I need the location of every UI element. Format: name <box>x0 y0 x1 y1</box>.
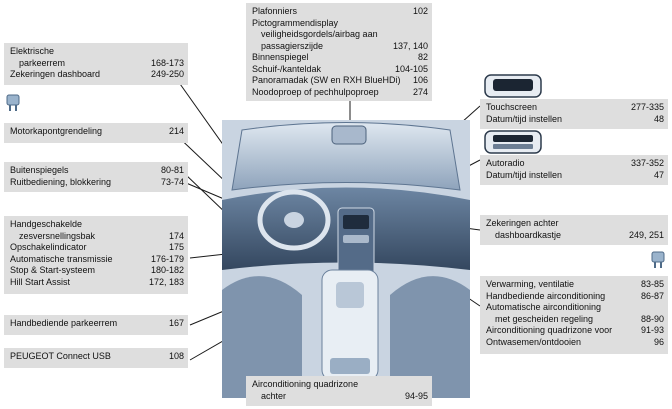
entry-label: Stop & Start-systeem <box>10 265 96 275</box>
entry-page: 277-335 <box>630 102 664 112</box>
entry-label: Handgeschakelde <box>10 219 83 229</box>
entry-page: 249-250 <box>150 69 184 79</box>
entry-page: 104-105 <box>394 63 428 74</box>
entry-label: Panoramadak (SW en RXH BlueHDi) <box>252 75 401 85</box>
entry-label: zesversnellingsbak <box>19 230 96 241</box>
entry-page: 137, 140 <box>392 40 428 51</box>
entry-page: 73-74 <box>160 176 184 187</box>
entry-label: Schuif-/kanteldak <box>252 63 322 74</box>
entry-label: Opschakelindicator <box>10 242 87 252</box>
entry-page: 80-81 <box>160 165 184 175</box>
entry-label: Binnenspiegel <box>252 52 309 62</box>
entry-page: 175 <box>168 242 184 252</box>
entry-label: achter <box>261 390 287 401</box>
left-box-spiegels: Buitenspiegels 80-81 Ruitbediening, blokk… <box>4 162 188 192</box>
entry-label: Airconditioning quadrizone voor <box>486 325 613 335</box>
entry-page: 337-352 <box>630 158 664 168</box>
entry-label: Buitenspiegels <box>10 165 69 175</box>
left-box-usb: PEUGEOT Connect USB 108 <box>4 348 188 368</box>
entry-label: Motorkapontgrendeling <box>10 126 103 136</box>
entry-page: 274 <box>412 86 428 97</box>
entry-page: 82 <box>417 52 428 62</box>
entry-page: 91-93 <box>640 325 664 335</box>
entry-label: Datum/tijd instellen <box>486 169 563 180</box>
entry-page: 102 <box>412 6 428 16</box>
entry-page: 214 <box>168 126 184 136</box>
entry-label: Touchscreen <box>486 102 538 112</box>
entry-label: dashboardkastje <box>495 229 562 240</box>
entry-page: 96 <box>653 336 664 347</box>
entry-label: Noodoproep of pechhulpoproep <box>252 86 379 97</box>
bottom-box-airco: Airconditioning quadrizone achter 94-95 <box>246 376 432 406</box>
left-box-handrem: Handbediende parkeerrem 167 <box>4 315 188 335</box>
entry-page: 47 <box>653 169 664 180</box>
top-box-plafond: Plafonniers 102 Pictogrammendisplay veili… <box>246 3 432 101</box>
entry-label: Automatische airconditioning <box>486 302 602 312</box>
entry-label: Autoradio <box>486 158 525 168</box>
entry-label: passagierszijde <box>261 40 324 51</box>
entry-label: Zekeringen dashboard <box>10 69 101 79</box>
fuse-icon <box>651 251 665 268</box>
dashboard-illustration <box>222 120 470 398</box>
entry-label: Hill Start Assist <box>10 276 71 287</box>
entry-page: 174 <box>168 230 184 241</box>
right-box-zekeringen: Zekeringen achter dashboardkastje 249, 25… <box>480 215 668 245</box>
entry-label: PEUGEOT Connect USB <box>10 351 111 361</box>
entry-page: 168-173 <box>150 57 184 68</box>
left-box-parkeerrem: Elektrische parkeerrem 168-173 Zekeringen… <box>4 43 188 85</box>
entry-page: 172, 183 <box>148 276 184 287</box>
entry-page: 108 <box>168 351 184 361</box>
right-box-autoradio: Autoradio 337-352 Datum/tijd instellen 47 <box>480 155 668 185</box>
left-box-motorkap: Motorkapontgrendeling 214 <box>4 123 188 143</box>
entry-page: 83-85 <box>640 279 664 289</box>
entry-page: 249, 251 <box>628 229 664 240</box>
entry-label: met gescheiden regeling <box>495 313 594 324</box>
entry-page: 94-95 <box>404 390 428 401</box>
entry-page: 167 <box>168 318 184 328</box>
left-box-transmissie: Handgeschakelde zesversnellingsbak 174 Op… <box>4 216 188 294</box>
entry-page: 176-179 <box>150 253 184 264</box>
entry-label: Ontwasemen/ontdooien <box>486 336 582 347</box>
entry-page: 88-90 <box>640 313 664 324</box>
entry-page: 86-87 <box>640 290 664 301</box>
entry-label: Handbediende parkeerrem <box>10 318 118 328</box>
entry-label: veiligheidsgordels/airbag aan <box>261 29 378 39</box>
entry-label: Plafonniers <box>252 6 298 16</box>
fuse-icon <box>6 94 20 111</box>
entry-label: Automatische transmissie <box>10 253 113 264</box>
entry-page: 106 <box>412 75 428 85</box>
entry-label: Datum/tijd instellen <box>486 113 563 124</box>
entry-page: 180-182 <box>150 265 184 275</box>
entry-page: 48 <box>653 113 664 124</box>
entry-label: Airconditioning quadrizone <box>252 379 359 389</box>
entry-label: Pictogrammendisplay <box>252 17 339 28</box>
entry-label: Elektrische <box>10 46 55 56</box>
entry-label: Verwarming, ventilatie <box>486 279 575 289</box>
right-box-touchscreen: Touchscreen 277-335 Datum/tijd instellen 4… <box>480 99 668 129</box>
entry-label: Zekeringen achter <box>486 218 559 228</box>
entry-label: Ruitbediening, blokkering <box>10 176 112 187</box>
touchscreen-icon <box>484 74 542 98</box>
entry-label: Handbediende airconditioning <box>486 290 606 301</box>
entry-label: parkeerrem <box>19 57 66 68</box>
right-box-verwarming: Verwarming, ventilatie 83-85 Handbediende… <box>480 276 668 354</box>
autoradio-icon <box>484 130 542 154</box>
